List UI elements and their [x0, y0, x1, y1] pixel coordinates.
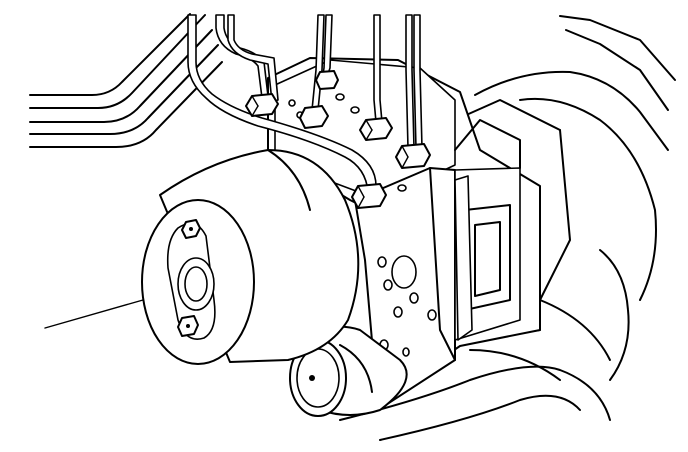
- mounting-bolt: [177, 315, 199, 337]
- pump-motor-cylinder: [289, 325, 408, 417]
- port-hole: [383, 279, 393, 291]
- port-hole: [409, 292, 419, 304]
- fitting-nut: [245, 93, 279, 117]
- fitting-nut: [299, 105, 329, 129]
- fitting-nut: [351, 183, 387, 209]
- mounting-bolt: [181, 219, 201, 239]
- leader-line: [44, 297, 151, 329]
- left-brake-line-bundle: [29, 13, 223, 148]
- port-hole: [402, 347, 410, 357]
- fitting-nut: [315, 70, 339, 90]
- top-port-hole: [288, 99, 296, 107]
- fitting-nut: [359, 117, 393, 141]
- top-port-hole: [350, 106, 360, 114]
- top-port-hole: [335, 93, 345, 101]
- tube-fittings: [245, 70, 431, 209]
- port-hole: [377, 256, 387, 268]
- main-motor-cylinder: [141, 149, 360, 365]
- fitting-nut: [395, 143, 431, 169]
- port-hole: [427, 309, 437, 321]
- top-port-hole: [397, 184, 407, 192]
- brake-lines-to-block: [187, 14, 423, 193]
- bracket-fascia: [454, 175, 473, 341]
- port-hole: [393, 306, 403, 318]
- mounting-bracket: [454, 15, 676, 381]
- port-hole-large: [391, 255, 417, 289]
- pump-center-dot: [309, 375, 315, 381]
